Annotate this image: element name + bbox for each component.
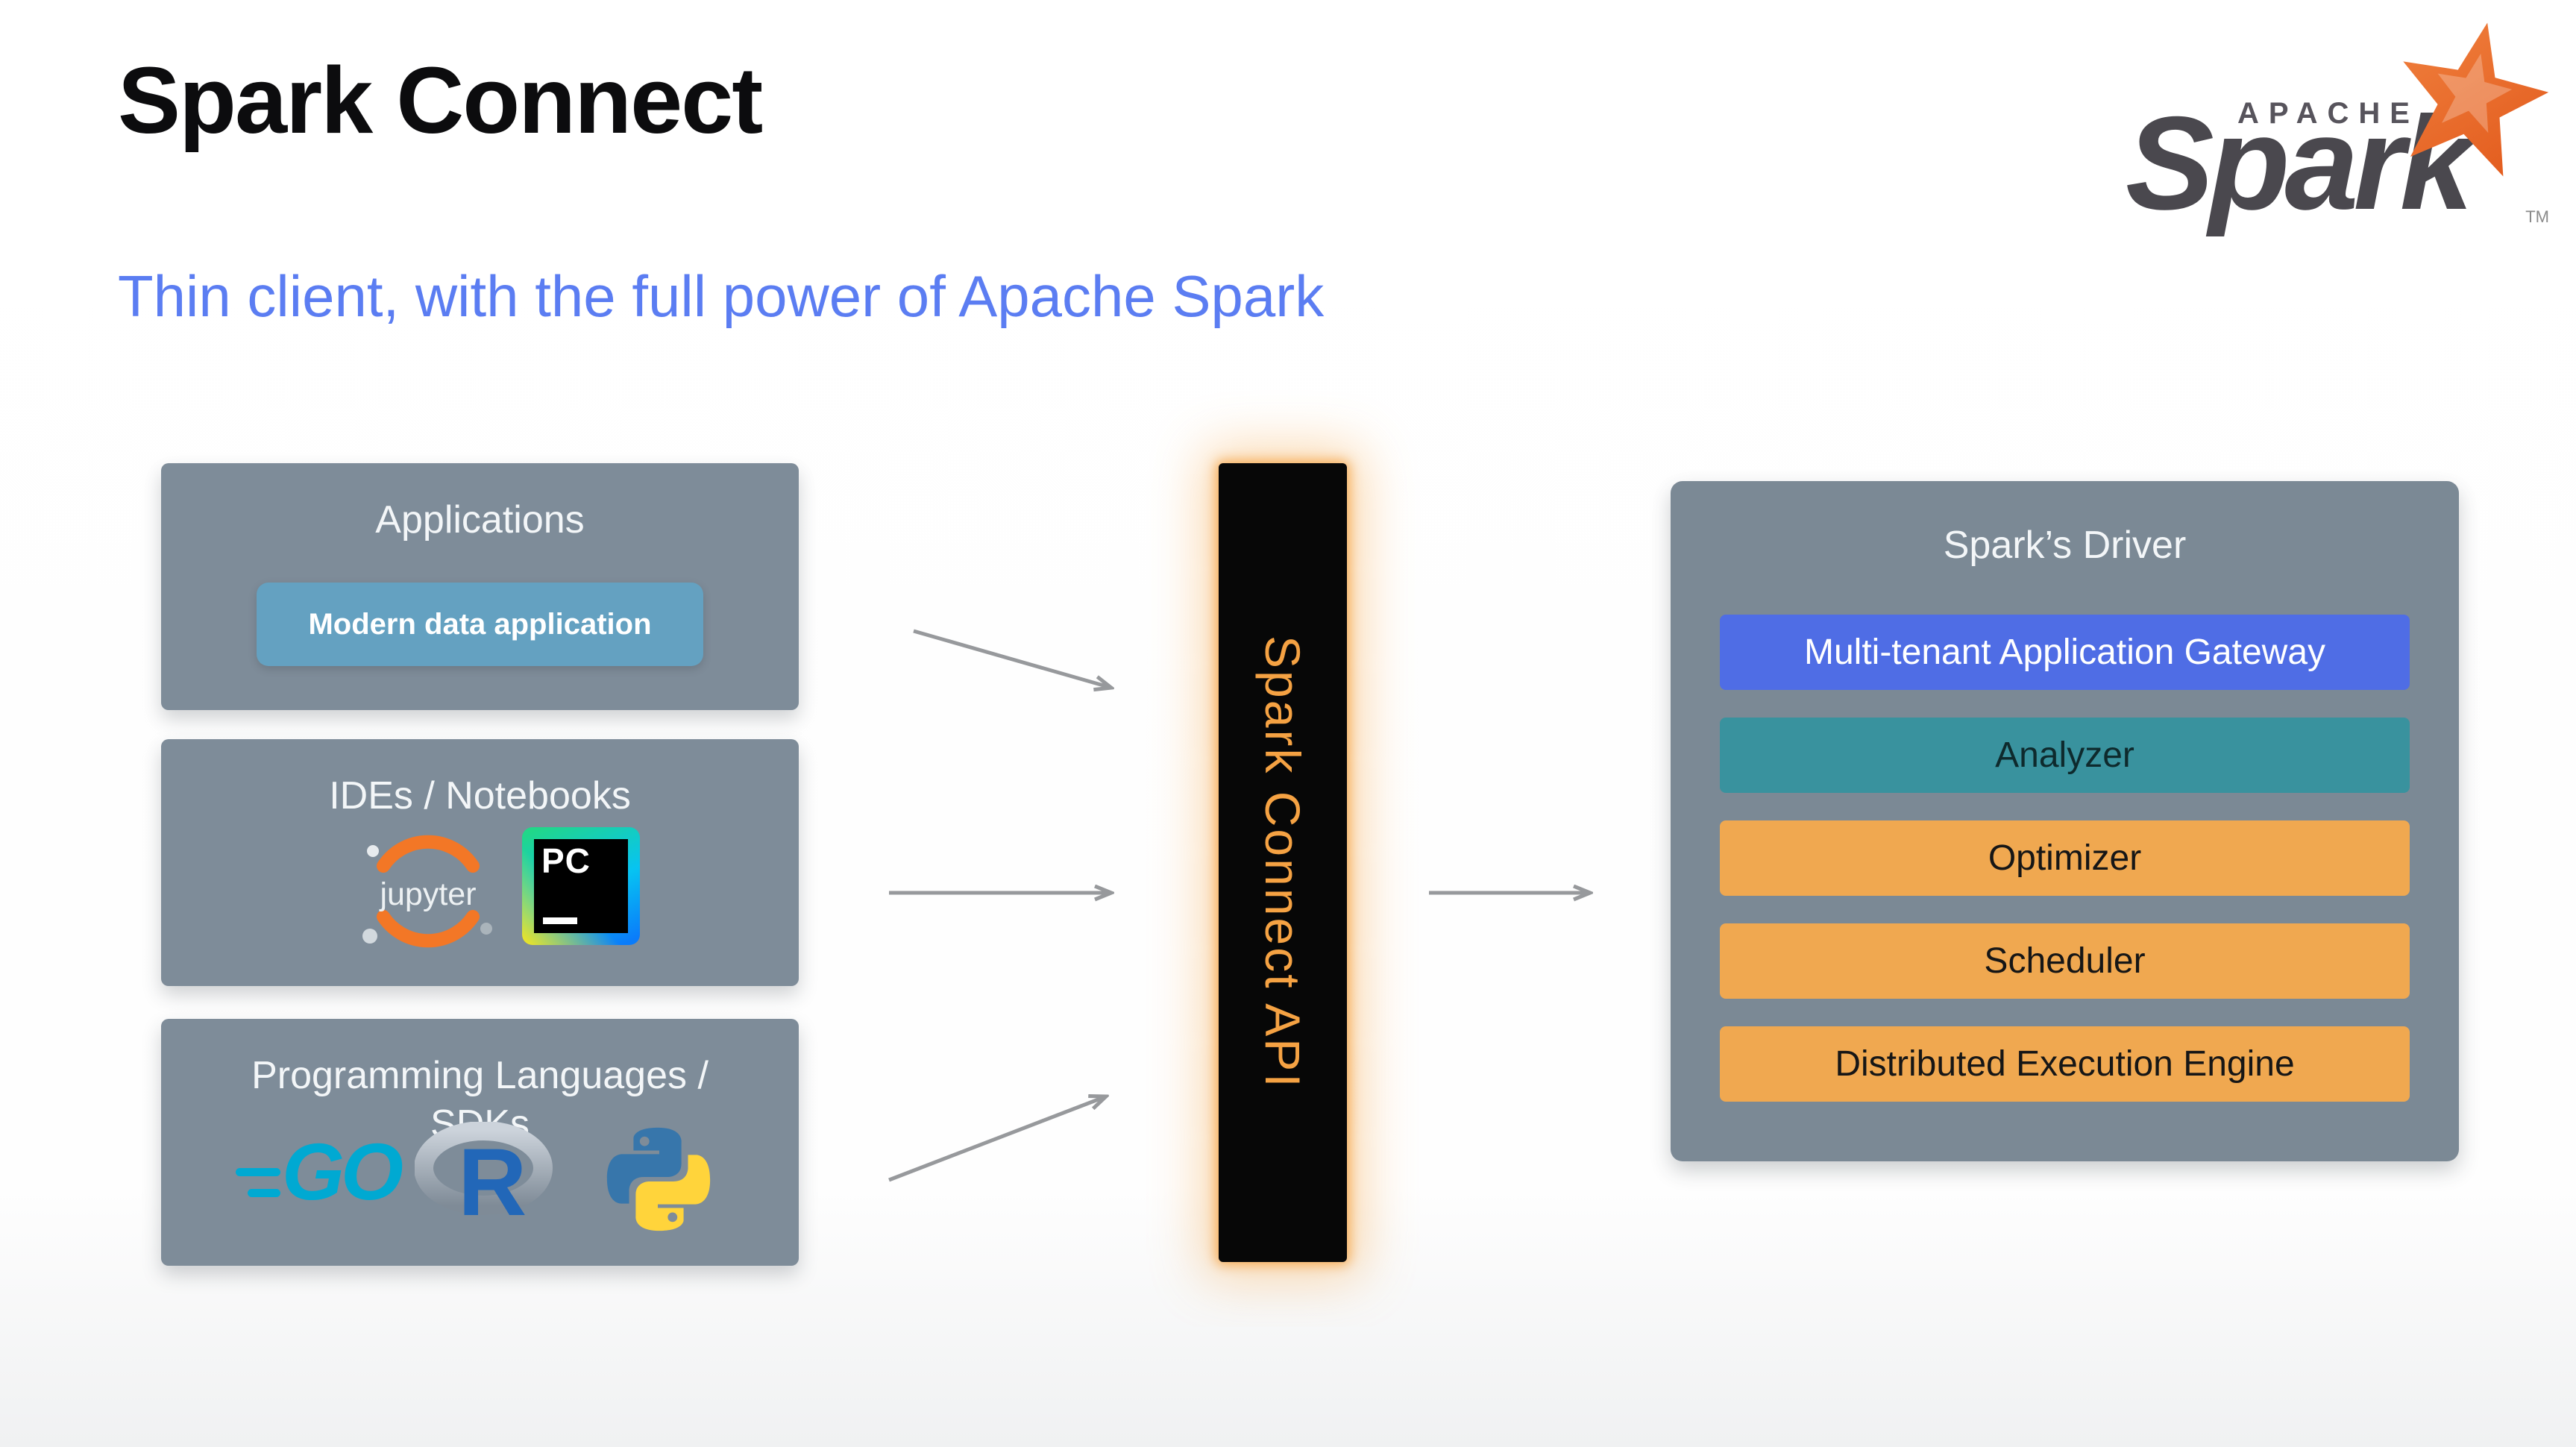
driver-layer-analyzer: Analyzer [1720,718,2410,793]
page-subtitle: Thin client, with the full power of Apac… [118,263,1325,329]
ides-notebooks-panel-title: IDEs / Notebooks [329,774,631,817]
go-speed-line [236,1168,280,1176]
go-icon: GO [236,1126,422,1234]
jupyter-icon: jupyter [354,817,503,970]
pycharm-icon-inner: PC [534,839,628,933]
pycharm-label: PC [541,841,591,880]
driver-layer-gateway: Multi-tenant Application Gateway [1720,615,2410,690]
apache-label: APACHE [2237,97,2419,130]
jupyter-label: jupyter [380,876,477,912]
r-label: R [458,1129,527,1236]
driver-layers: Multi-tenant Application Gateway Analyze… [1720,615,2410,1129]
spark-driver-panel: Spark’s Driver Multi-tenant Application … [1671,481,2459,1161]
arrow-languages-to-api [888,1096,1106,1182]
apache-spark-star-icon [2403,22,2549,177]
arrow-applications-to-api [913,629,1111,688]
spark-driver-title: Spark’s Driver [1943,524,2187,567]
applications-panel: Applications Modern data application [161,463,799,710]
driver-layer-scheduler: Scheduler [1720,923,2410,999]
python-icon [600,1120,717,1238]
driver-layer-execution-engine: Distributed Execution Engine [1720,1026,2410,1102]
pycharm-icon: PC [522,827,640,945]
apache-spark-logo: APACHE Spark TM [2126,13,2551,245]
r-halo-icon [415,1122,553,1215]
applications-panel-title: Applications [375,498,585,542]
r-icon: R [415,1122,553,1245]
modern-data-application-pill: Modern data application [257,583,703,666]
page-title: Spark Connect [118,48,763,153]
spark-connect-api-bar: Spark Connect API [1219,463,1347,1262]
driver-layer-optimizer: Optimizer [1720,820,2410,896]
spark-connect-api-label: Spark Connect API [1255,635,1310,1090]
jupyter-orbits-icon [362,835,492,948]
trademark-label: TM [2525,207,2549,226]
languages-panel: Programming Languages / SDKs GO R [161,1019,799,1266]
go-speed-line [248,1189,280,1197]
go-label: GO [282,1126,403,1217]
ides-notebooks-panel: IDEs / Notebooks jupyter PC [161,739,799,986]
pycharm-underscore [543,917,577,924]
spark-wordmark: Spark [2126,89,2474,237]
